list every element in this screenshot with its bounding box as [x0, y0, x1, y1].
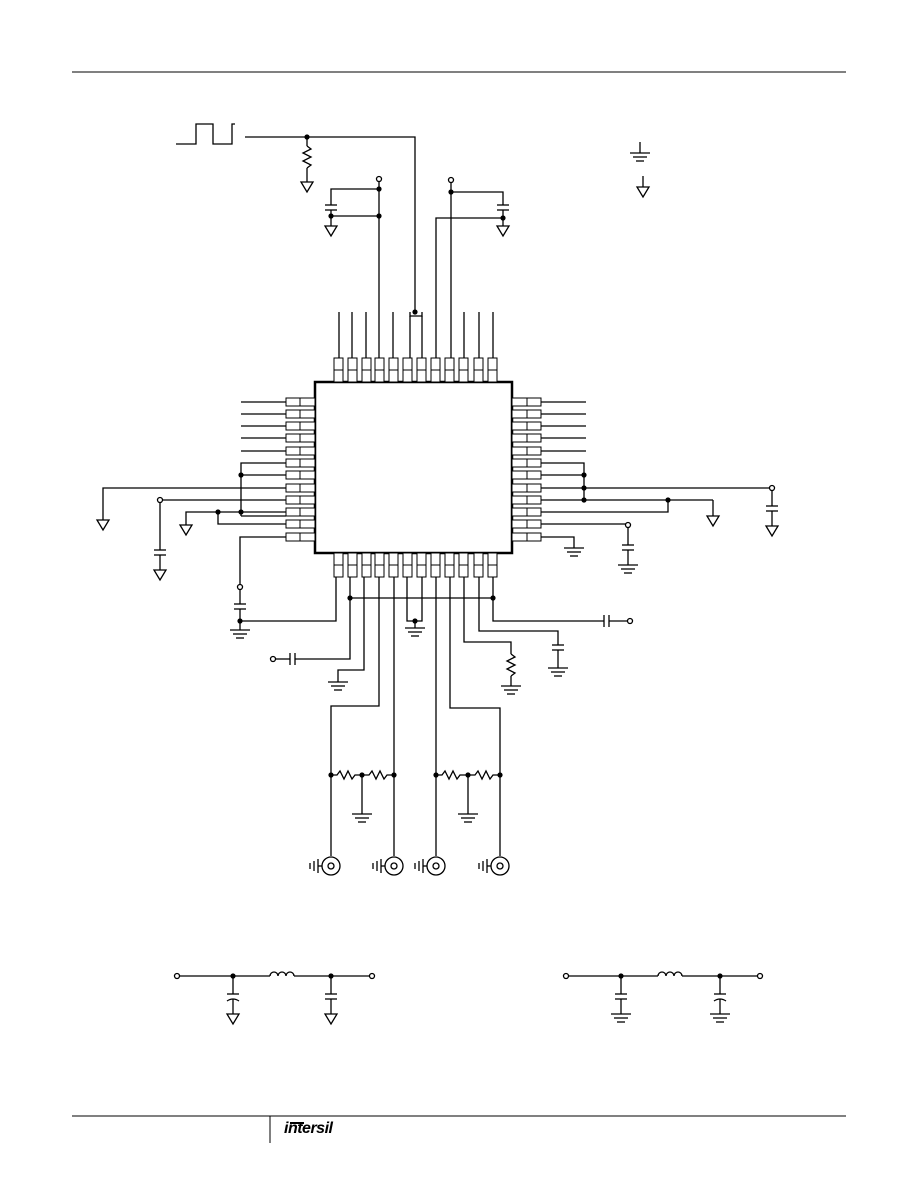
clock-source-symbol [176, 123, 235, 145]
intersil-logo: intersil [284, 1120, 333, 1137]
lc-filter-left [173, 971, 376, 1026]
coax-connector-4 [478, 856, 510, 876]
top-pin-stubs [338, 312, 494, 358]
ic-package [313, 380, 514, 555]
legend-analog-ground [635, 176, 651, 199]
coax-connector-1 [309, 856, 341, 876]
right-pins [511, 397, 542, 542]
right-supply-nets [541, 462, 780, 574]
bottom-bus-net [269, 577, 634, 695]
coax-connector-3 [414, 856, 446, 876]
top-pins [333, 357, 498, 383]
left-pins [285, 397, 316, 542]
right-data-stubs [541, 401, 586, 452]
bottom-pins [333, 552, 498, 578]
lc-filter-right [562, 971, 764, 1023]
differential-output-right [433, 577, 503, 856]
left-data-stubs [241, 401, 286, 452]
clock-net [245, 134, 423, 317]
left-ground-nets [95, 462, 337, 639]
legend-digital-ground [630, 142, 650, 162]
supply-net-top-left [323, 175, 383, 358]
logo-underline [290, 1122, 304, 1124]
coax-connector-2 [372, 856, 404, 876]
supply-net-top-right [435, 176, 511, 358]
differential-output-left [328, 577, 397, 856]
